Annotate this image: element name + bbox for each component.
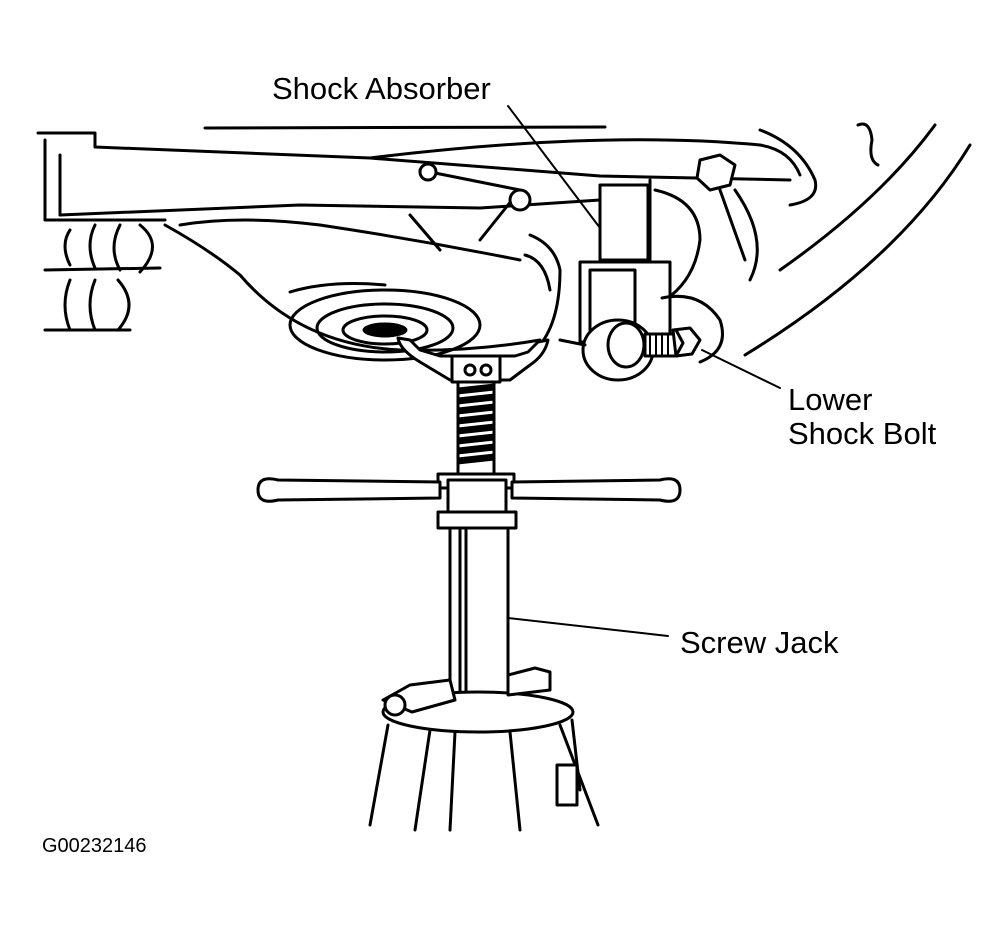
figure-id: G00232146 <box>42 835 147 857</box>
screw-thread <box>457 383 495 465</box>
lower-control-arm <box>163 162 562 362</box>
lower-shock-bolt <box>643 326 702 358</box>
leader-screw-jack <box>507 617 669 637</box>
lower-shock-bolt-label: Lower Shock Bolt <box>788 383 936 451</box>
leader-shock-absorber <box>507 105 601 229</box>
lower-shock-bolt-label-line1: Lower <box>788 382 873 417</box>
left-components <box>43 218 167 332</box>
frame-hardware <box>695 153 759 282</box>
screw-jack <box>256 336 682 832</box>
screw-jack-label: Screw Jack <box>680 625 839 660</box>
leader-lines <box>507 105 781 637</box>
vehicle-frame <box>36 122 972 357</box>
leader-lower-shock-bolt <box>701 349 781 389</box>
shock-absorber-label: Shock Absorber <box>272 71 491 106</box>
lower-shock-bolt-label-line2: Shock Bolt <box>788 416 937 451</box>
shock-absorber <box>558 178 724 382</box>
